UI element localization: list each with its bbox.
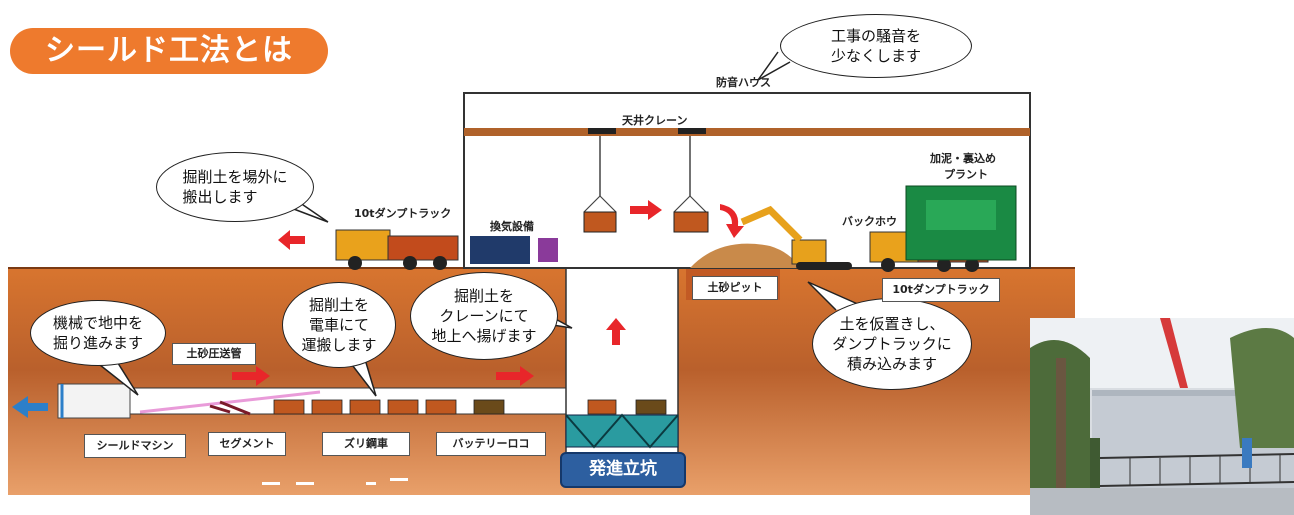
label-dump-truck-top: 10tダンプトラック [354, 207, 452, 220]
arrow-right-tunnel-2 [496, 366, 534, 386]
bubble-text: 掘削土を場外に [182, 168, 288, 186]
bubble-crane: 掘削土をクレーンにて地上へ揚げます [410, 272, 558, 360]
label-backhoe: バックホウ [842, 215, 897, 228]
arrow-right-tunnel-1 [232, 366, 270, 386]
bubble-text: 運搬します [301, 336, 377, 354]
bubble-train: 掘削土を電車にて運搬します [282, 282, 396, 368]
bubble-pit: 土を仮置きし、ダンプトラックに積み込みます [812, 298, 972, 390]
label-mud-plant-1: 加泥・裏込め [930, 152, 996, 165]
bubble-tails [99, 51, 861, 397]
bubble-text: クレーンにて [439, 307, 529, 325]
bubble-dump: 掘削土を場外に搬出します [156, 152, 314, 222]
label-segment: セグメント [208, 432, 286, 456]
site-photo [1030, 318, 1294, 515]
label-ceiling-crane: 天井クレーン [622, 114, 688, 127]
bubble-text: 積み込みます [846, 355, 937, 373]
bubble-text: 少なくします [830, 47, 921, 65]
bubble-text: 搬出します [182, 188, 258, 206]
bubble-text: 電車にて [308, 316, 369, 334]
label-pipe: 土砂圧送管 [172, 343, 256, 365]
page-title: シールド工法とは [10, 28, 328, 74]
bubble-machine: 機械で地中を掘り進みます [30, 300, 166, 366]
label-dump-truck-box: 10tダンプトラック [882, 278, 1000, 302]
bubble-text: 掘削土を [453, 287, 514, 305]
label-ventilation: 換気設備 [490, 220, 534, 233]
bubble-text: 土を仮置きし、 [839, 315, 945, 333]
bubble-text: ダンプトラックに [832, 335, 952, 353]
bubble-text: 機械で地中を [52, 314, 143, 332]
arrow-up-shaft [606, 318, 626, 345]
label-battery-loco: バッテリーロコ [436, 432, 546, 456]
bubble-text: 工事の騒音を [830, 27, 921, 45]
arrow-left-truck [278, 230, 305, 250]
label-soundproof-house: 防音ハウス [716, 76, 771, 89]
label-shield-machine: シールドマシン [84, 434, 186, 458]
arrow-down-pit [720, 204, 744, 238]
label-soil-pit: 土砂ピット [692, 276, 778, 300]
bubble-text: 掘り進みます [52, 334, 143, 352]
arrow-left-advance [12, 396, 48, 418]
surface-equipment [335, 185, 1017, 272]
bubble-text: 掘削土を [308, 296, 369, 314]
flow-arrows [12, 200, 744, 418]
bubble-noise: 工事の騒音を少なくします [780, 14, 972, 78]
tunnel-contents [57, 383, 667, 419]
label-muck-car: ズリ鋼車 [322, 432, 410, 456]
label-mud-plant-2: プラント [944, 168, 988, 181]
bubble-text: 地上へ揚げます [431, 327, 537, 345]
arrow-right-crane [630, 200, 662, 220]
shaft-label: 発進立坑 [560, 452, 686, 488]
